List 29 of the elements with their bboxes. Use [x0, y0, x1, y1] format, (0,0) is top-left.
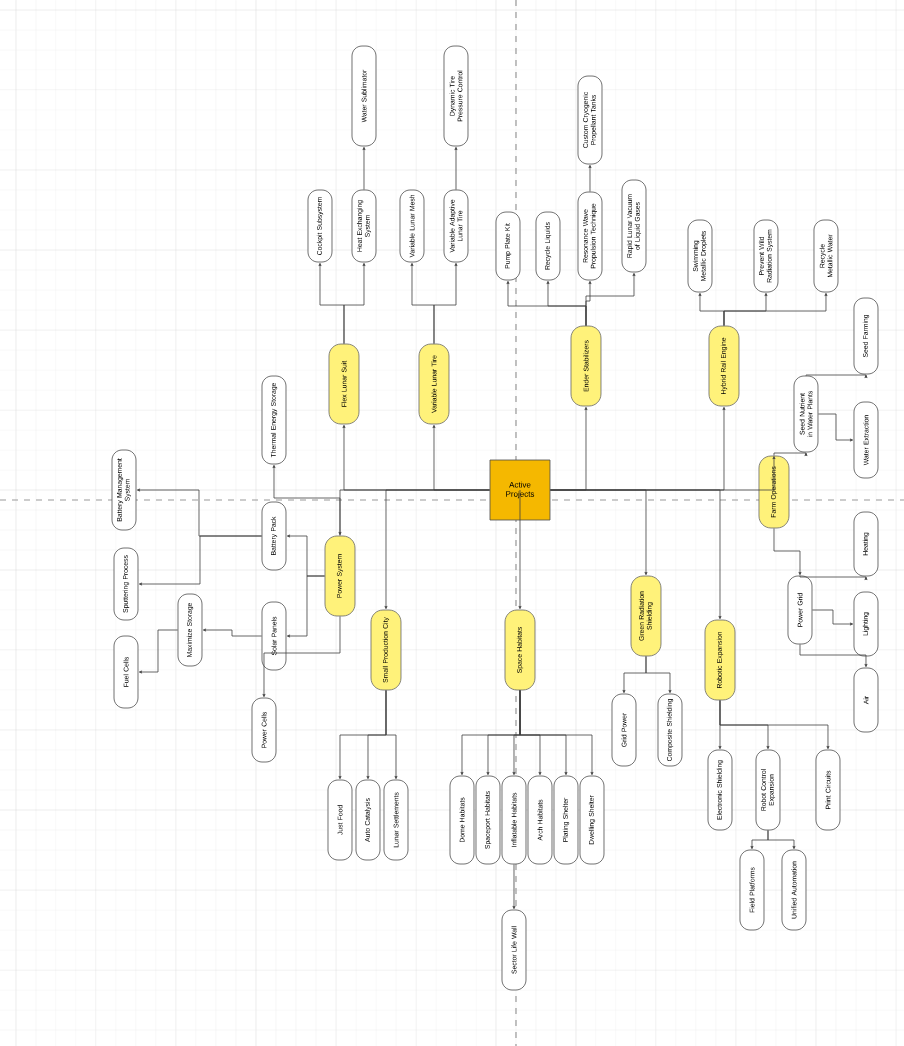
arrow — [286, 575, 325, 638]
arrow — [362, 146, 366, 190]
arrow — [588, 164, 592, 192]
arrow — [723, 292, 828, 326]
arrow — [512, 864, 516, 910]
arrow — [385, 690, 398, 780]
arrow — [812, 609, 854, 626]
arrow — [805, 374, 868, 379]
arrow — [773, 528, 802, 576]
arrow — [799, 575, 868, 581]
arrow — [138, 535, 262, 586]
arrow — [202, 628, 262, 637]
arrow — [645, 656, 672, 694]
arrow — [773, 452, 808, 457]
arrow — [585, 272, 636, 326]
arrow — [262, 616, 341, 698]
arrow — [519, 690, 594, 776]
arrow — [550, 489, 722, 620]
arrow — [384, 489, 490, 610]
arrow — [818, 413, 854, 442]
arrow — [343, 262, 366, 344]
arrow — [767, 830, 796, 850]
arrow — [272, 464, 341, 536]
arrow — [454, 146, 458, 190]
arrow — [433, 262, 458, 344]
arrow — [799, 644, 868, 668]
arrow — [719, 700, 830, 750]
arrow — [518, 489, 522, 610]
arrow — [138, 629, 178, 674]
